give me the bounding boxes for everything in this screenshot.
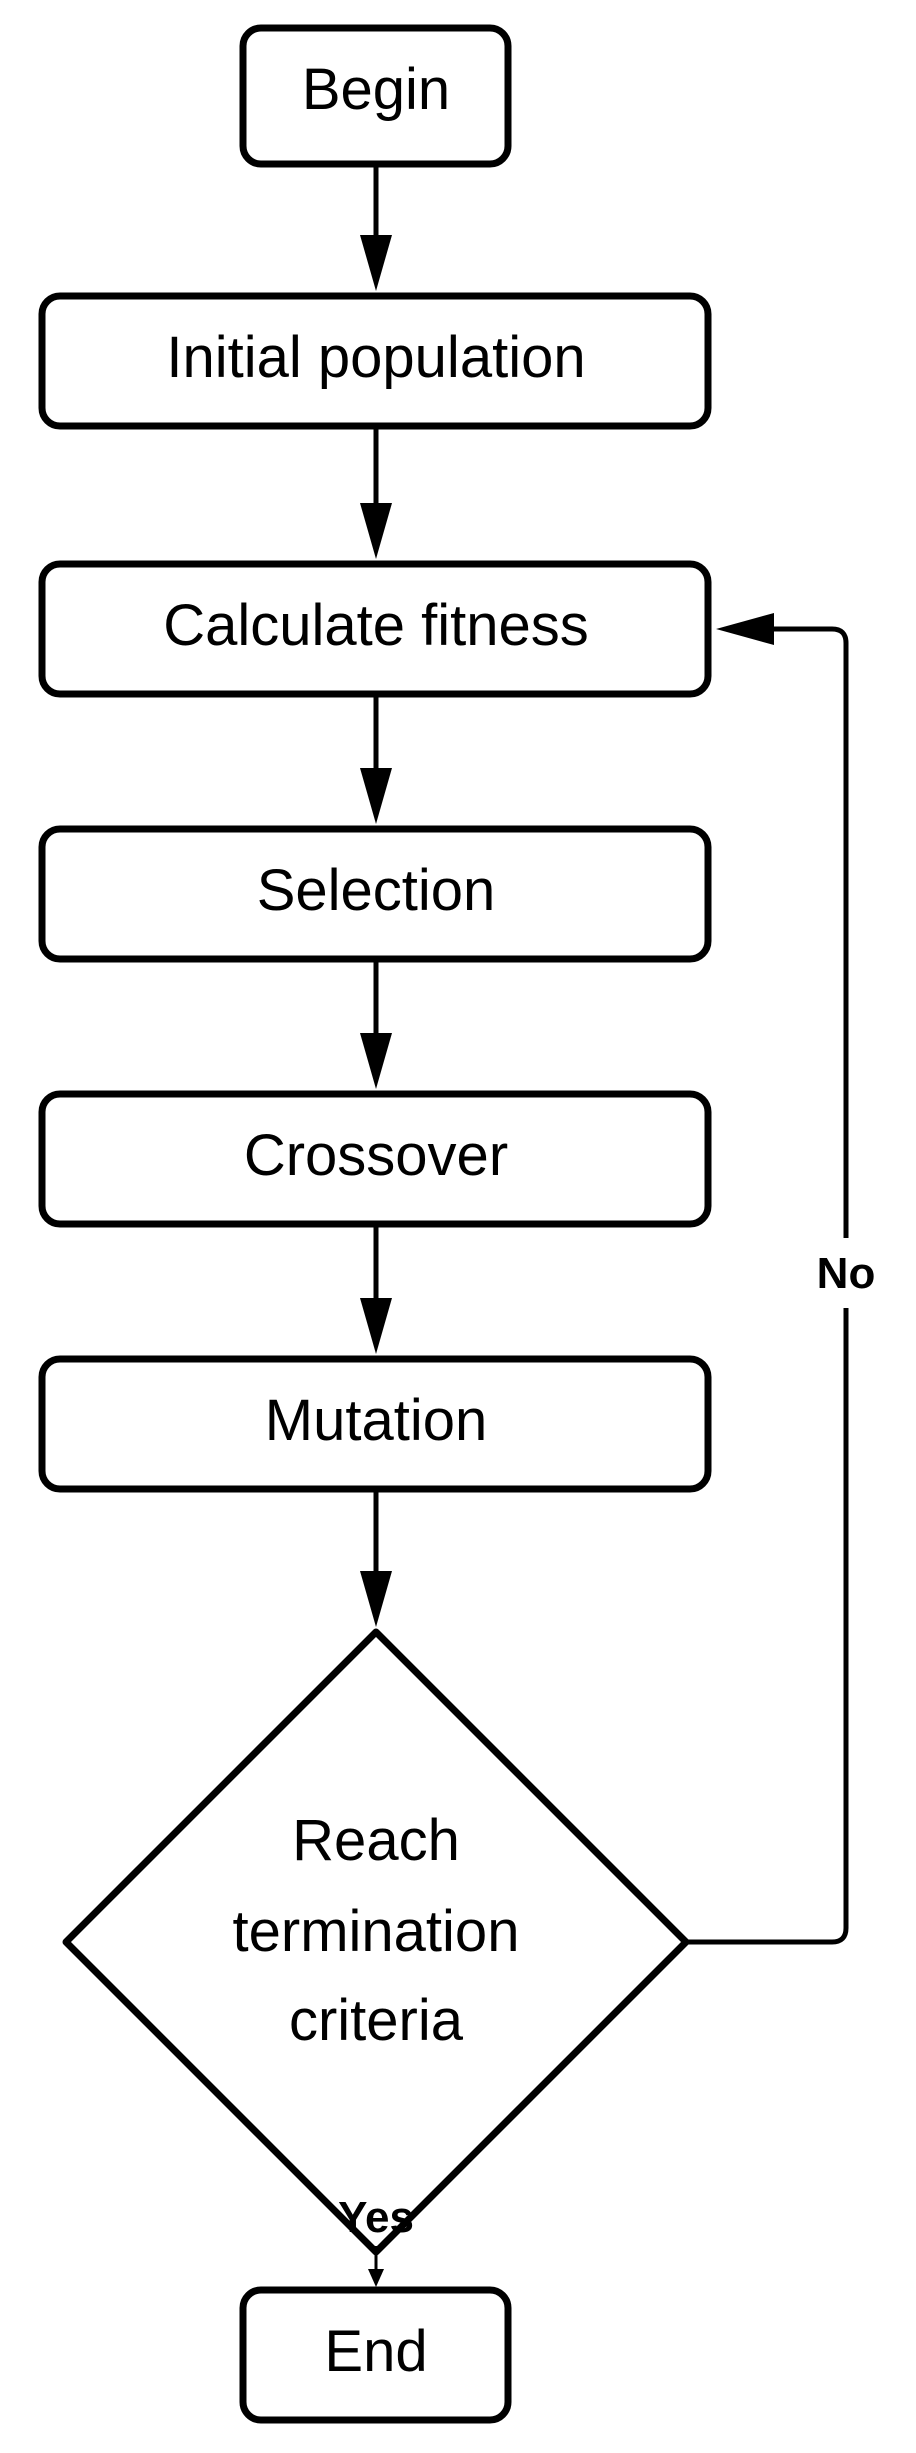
no-label: No [817,1249,876,1298]
decision-node: Reach termination criteria [62,1628,690,2256]
crossover-node: Crossover [38,1090,712,1228]
calculate-fitness-node: Calculate fitness [38,560,712,698]
arrow-decision-yes-head [368,2269,384,2287]
begin-label: Begin [302,57,450,122]
mutation-label: Mutation [265,1388,487,1453]
arrow-fitness-to-selection [360,697,392,824]
calculate-fitness-box [38,560,712,698]
mutation-box [38,1355,712,1493]
decision-label-line-1: Reach [292,1808,460,1873]
initial-population-label: Initial population [166,325,585,390]
arrow-begin-to-initial [360,167,392,291]
selection-label: Selection [257,858,496,923]
arrow-mutation-to-decision [360,1492,392,1627]
selection-node: Selection [38,825,712,963]
initial-population-box [38,292,712,430]
arrow-decision-yes: Yes [338,2193,414,2287]
end-box [239,2286,512,2424]
crossover-label: Crossover [244,1123,508,1188]
begin-box [239,24,512,168]
arrow-crossover-to-mutation [360,1227,392,1354]
arrow-fitness-to-selection-head [360,768,392,824]
begin-node: Begin [239,24,512,168]
arrow-crossover-to-mutation-head [360,1298,392,1354]
mutation-node: Mutation [38,1355,712,1493]
arrow-decision-no-loop: No [686,613,886,1945]
yes-label: Yes [338,2193,414,2242]
end-label: End [324,2319,427,2384]
no-label-bg [808,1238,886,1308]
end-node: End [239,2286,512,2424]
initial-population-node: Initial population [38,292,712,430]
decision-label-line-3: criteria [289,1988,464,2053]
arrow-initial-to-fitness [360,429,392,559]
arrow-initial-to-fitness-head [360,503,392,559]
decision-label-line-2: termination [233,1899,520,1964]
arrow-begin-to-initial-head [360,235,392,291]
selection-box [38,825,712,963]
arrow-mutation-to-decision-head [360,1571,392,1627]
crossover-box [38,1090,712,1228]
arrow-selection-to-crossover-head [360,1033,392,1089]
arrow-selection-to-crossover [360,962,392,1089]
arrow-decision-no-loop-head [716,613,774,645]
calculate-fitness-label: Calculate fitness [163,593,589,658]
